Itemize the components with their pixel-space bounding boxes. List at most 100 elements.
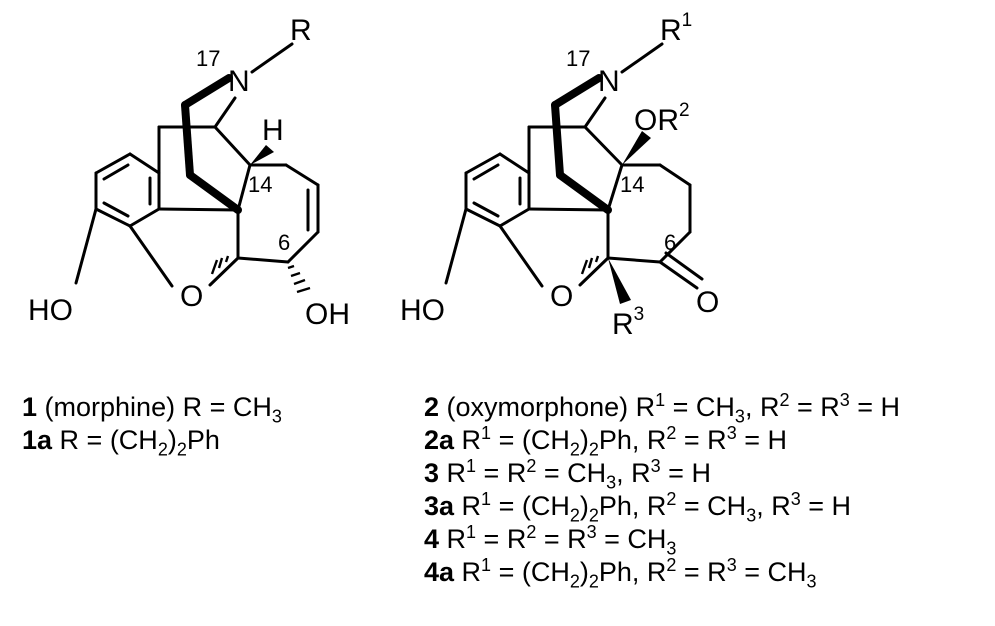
s2-bridge-bold <box>551 101 564 179</box>
s2-furan-bond <box>578 256 610 287</box>
compound-number: 4 <box>424 524 440 554</box>
s1-num-17: 17 <box>196 46 220 71</box>
caption-line: 2a R1 = (CH2)2Ph, R2 = R3 = H <box>424 423 787 460</box>
s1-num-6: 6 <box>278 230 290 255</box>
s2-phenol-bond <box>444 207 468 285</box>
compound-number: 3 <box>424 458 440 488</box>
s2-hashed-c5 <box>580 255 600 275</box>
subscript: 2 <box>588 439 599 460</box>
superscript: 1 <box>481 555 492 575</box>
subscript: 2 <box>569 571 580 592</box>
subscript: 3 <box>606 472 617 493</box>
s2-r3-wedge <box>608 258 631 304</box>
caption-line: 1 (morphine) R = CH3 <box>22 392 282 427</box>
s2-c-ring-bond <box>658 163 692 187</box>
superscript: 3 <box>726 423 737 443</box>
subscript: 2 <box>588 505 599 526</box>
s2-c9-n-bond <box>583 96 607 129</box>
subscript: 3 <box>734 406 745 427</box>
superscript: 1 <box>481 423 492 443</box>
subscript: 3 <box>806 571 817 592</box>
compound-number: 1 <box>22 392 38 422</box>
s1-hashed-c6-oh <box>287 264 311 294</box>
s2-label-n: N <box>598 65 620 98</box>
s1-c13-bond <box>157 207 240 212</box>
superscript: 1 <box>655 390 666 410</box>
s1-furan-bond <box>128 224 174 288</box>
s1-h-wedge <box>250 145 274 165</box>
superscript: 2 <box>779 390 790 410</box>
s1-label-h: H <box>262 114 284 147</box>
subscript: 2 <box>176 439 187 460</box>
s1-label-oh: OH <box>305 298 350 331</box>
compound-number: 3a <box>424 491 455 521</box>
superscript: 2 <box>666 555 677 575</box>
superscript: 1 <box>481 489 492 509</box>
superscript: 2 <box>666 489 677 509</box>
subscript: 2 <box>569 505 580 526</box>
subscript: 2 <box>569 439 580 460</box>
compound-number: 2 <box>424 392 440 422</box>
superscript: 2 <box>526 522 537 542</box>
s1-label-o: O <box>180 280 203 313</box>
s1-label-n: N <box>228 65 250 98</box>
compound-number: 4a <box>424 557 455 587</box>
s1-hashed-c5 <box>210 255 230 275</box>
s2-c13-bond <box>606 163 624 212</box>
s1-bridge-bold <box>186 171 242 214</box>
s2-label-r3: R3 <box>612 304 644 341</box>
s2-label-ketone-o: O <box>696 286 719 319</box>
s2-bridge-bold <box>551 74 603 109</box>
s2-c13-bond <box>527 207 610 212</box>
s2-num-6: 6 <box>664 230 676 255</box>
superscript: 3 <box>650 456 661 476</box>
captions-left: 1 (morphine) R = CH3 1a R = (CH2)2Ph <box>22 391 282 460</box>
superscript: 3 <box>586 522 597 542</box>
s2-num-14: 14 <box>620 172 644 197</box>
s2-c-ring-bond <box>606 256 662 264</box>
s1-label-r: R <box>290 14 312 47</box>
subscript: 3 <box>271 406 282 427</box>
s1-c13-bond <box>236 163 252 212</box>
caption-line: 4 R1 = R2 = R3 = CH3 <box>424 522 677 559</box>
superscript: 3 <box>839 390 850 410</box>
s2-label-ho: HO <box>400 294 445 327</box>
s2-num-17: 17 <box>566 46 590 71</box>
s2-furan-bond <box>498 224 544 288</box>
s1-phenol-bond <box>74 207 98 285</box>
superscript: 1 <box>466 522 477 542</box>
s2-c9-c14-bond <box>583 125 624 167</box>
superscript: 3 <box>726 555 737 575</box>
s1-aromatic-ring <box>94 152 161 228</box>
superscript: 1 <box>466 456 477 476</box>
s2-or2-wedge <box>622 131 651 165</box>
captions-right: 2 (oxymorphone) R1 = CH3, R2 = R3 = H 2a… <box>424 390 901 592</box>
structure-1-morphine: R N 17 H 14 6 HO O OH <box>28 14 350 331</box>
compound-number: 1a <box>22 425 53 455</box>
caption-line: 4a R1 = (CH2)2Ph, R2 = R3 = CH3 <box>424 555 817 592</box>
caption-line: 3a R1 = (CH2)2Ph, R2 = CH3, R3 = H <box>424 489 852 526</box>
s1-n-r-bond <box>250 42 294 74</box>
s2-label-o: O <box>550 280 573 313</box>
caption-line: 3 R1 = R2 = CH3, R3 = H <box>424 456 711 493</box>
s2-c-ring-bond <box>658 230 692 264</box>
subscript: 3 <box>746 505 757 526</box>
s2-ketone-double <box>664 251 704 281</box>
s2-label-or2: OR2 <box>634 100 690 137</box>
s1-furan-bond <box>208 256 240 287</box>
s2-label-r1: R1 <box>660 10 692 47</box>
s2-aromatic-ring <box>464 152 531 228</box>
subscript: 2 <box>157 439 168 460</box>
s1-bridge-bold <box>181 74 233 109</box>
superscript: 2 <box>526 456 537 476</box>
s1-c-ring-bond <box>236 256 290 264</box>
caption-line: 1a R = (CH2)2Ph <box>22 425 220 460</box>
s2-n-r-bond <box>620 42 664 74</box>
compound-number: 2a <box>424 425 455 455</box>
s1-c9-c14-bond <box>213 125 252 167</box>
subscript: 2 <box>588 571 599 592</box>
s1-label-ho: HO <box>28 294 73 327</box>
subscript: 3 <box>666 538 677 559</box>
caption-line: 2 (oxymorphone) R1 = CH3, R2 = R3 = H <box>424 390 901 427</box>
